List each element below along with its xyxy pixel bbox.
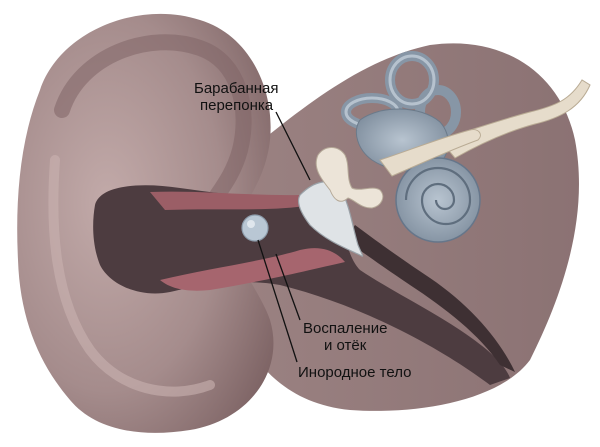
eardrum-label-line1: Барабанная — [194, 80, 279, 97]
foreign-body — [241, 214, 269, 242]
antihelix-fold — [48, 155, 215, 397]
inflammation-leader — [275, 253, 301, 321]
eustachian-tube — [345, 225, 515, 372]
foreign-body-leader — [257, 239, 298, 363]
helix-fold — [54, 34, 252, 223]
eardrum-leader — [275, 111, 311, 181]
facial-nerve — [379, 129, 481, 177]
inflammation-label-line1: Воспаление — [303, 320, 387, 337]
foreign-body-label: Инородное тело — [298, 364, 411, 381]
eardrum-label-line2: перепонка — [200, 97, 274, 114]
cochlea — [395, 157, 481, 243]
ossicles — [315, 147, 384, 209]
canal-wall-lower — [160, 248, 345, 291]
ear-canal — [93, 185, 510, 385]
canal-wall-upper — [150, 191, 312, 210]
inflammation-label-line2: и отёк — [324, 337, 367, 354]
